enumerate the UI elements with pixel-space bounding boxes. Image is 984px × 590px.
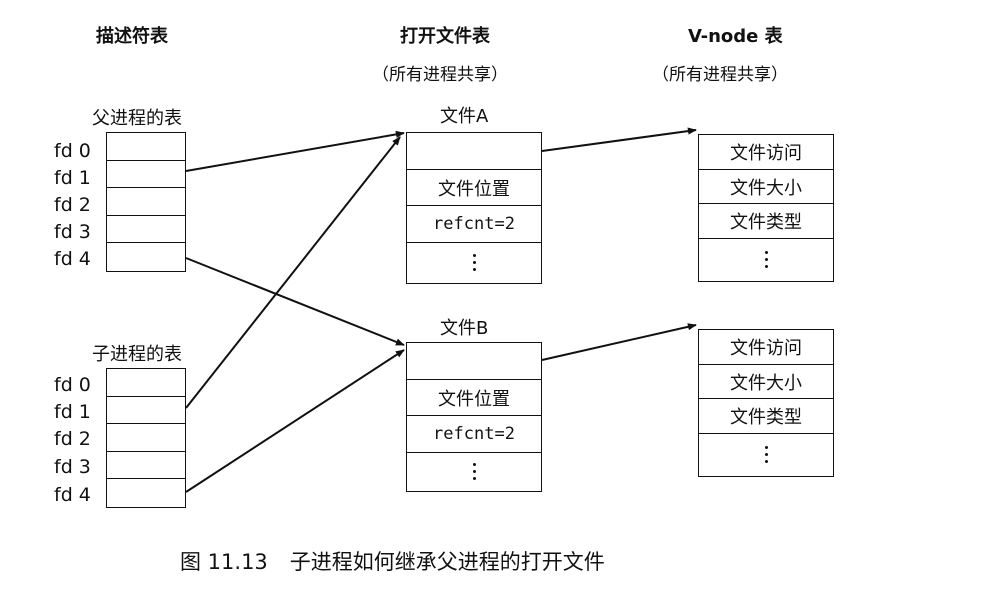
figure-caption: 图 11.13 子进程如何继承父进程的打开文件 xyxy=(180,546,605,576)
parent-fd-cell xyxy=(106,159,186,189)
parent-fd-label: fd 3 xyxy=(54,221,91,243)
vnode-a-type: 文件类型 xyxy=(698,203,834,239)
child-fd-label: fd 3 xyxy=(54,456,91,478)
file-a-more xyxy=(406,241,542,284)
arrow-parent-fd1-to-file-a xyxy=(185,130,405,172)
ellipsis-icon xyxy=(472,254,476,271)
vnode-table-header: V-node 表 xyxy=(688,26,783,47)
vnode-a-more xyxy=(698,237,834,282)
vnode-a-access: 文件访问 xyxy=(698,134,834,170)
parent-table-title: 父进程的表 xyxy=(92,108,182,129)
open-file-table-subheader: （所有进程共享） xyxy=(372,65,508,85)
open-file-table-header: 打开文件表 xyxy=(400,26,490,47)
vnode-b-type: 文件类型 xyxy=(698,398,834,434)
file-b-title: 文件B xyxy=(440,318,489,339)
child-fd-cell xyxy=(106,423,186,452)
parent-fd-cell xyxy=(106,132,186,161)
parent-fd-cell xyxy=(106,242,186,272)
vnode-b-more xyxy=(698,432,834,477)
parent-fd-label: fd 2 xyxy=(54,194,91,216)
file-a-position: 文件位置 xyxy=(406,168,542,207)
arrow-file-a-to-vnode-a xyxy=(541,127,697,152)
arrow-child-fd1-to-file-a xyxy=(185,136,401,409)
file-a-title: 文件A xyxy=(440,106,489,127)
child-fd-cell xyxy=(106,450,186,480)
ellipsis-icon xyxy=(472,463,476,480)
parent-fd-label: fd 4 xyxy=(54,248,91,270)
figure-number: 图 11.13 xyxy=(180,550,268,574)
ellipsis-icon xyxy=(764,446,768,463)
file-b-position: 文件位置 xyxy=(406,378,542,417)
child-fd-cell xyxy=(106,478,186,508)
vnode-table-subheader: （所有进程共享） xyxy=(652,65,788,85)
child-fd-label: fd 1 xyxy=(54,401,91,423)
vnode-a-size: 文件大小 xyxy=(698,168,834,205)
arrow-parent-fd4-to-file-b xyxy=(185,257,405,346)
descriptor-table-header: 描述符表 xyxy=(96,26,168,47)
arrow-file-b-to-vnode-b xyxy=(541,323,697,361)
child-fd-label: fd 0 xyxy=(54,374,91,396)
parent-fd-label: fd 0 xyxy=(54,140,91,162)
file-b-more xyxy=(406,451,542,492)
vnode-b-access: 文件访问 xyxy=(698,329,834,365)
arrow-child-fd4-to-file-b xyxy=(185,349,405,493)
child-fd-label: fd 4 xyxy=(54,484,91,506)
ellipsis-icon xyxy=(764,251,768,268)
parent-fd-cell xyxy=(106,187,186,216)
child-table-title: 子进程的表 xyxy=(92,344,182,365)
parent-fd-label: fd 1 xyxy=(54,167,91,189)
figure-title: 子进程如何继承父进程的打开文件 xyxy=(289,550,605,574)
parent-fd-cell xyxy=(106,214,186,244)
child-fd-label: fd 2 xyxy=(54,428,91,450)
